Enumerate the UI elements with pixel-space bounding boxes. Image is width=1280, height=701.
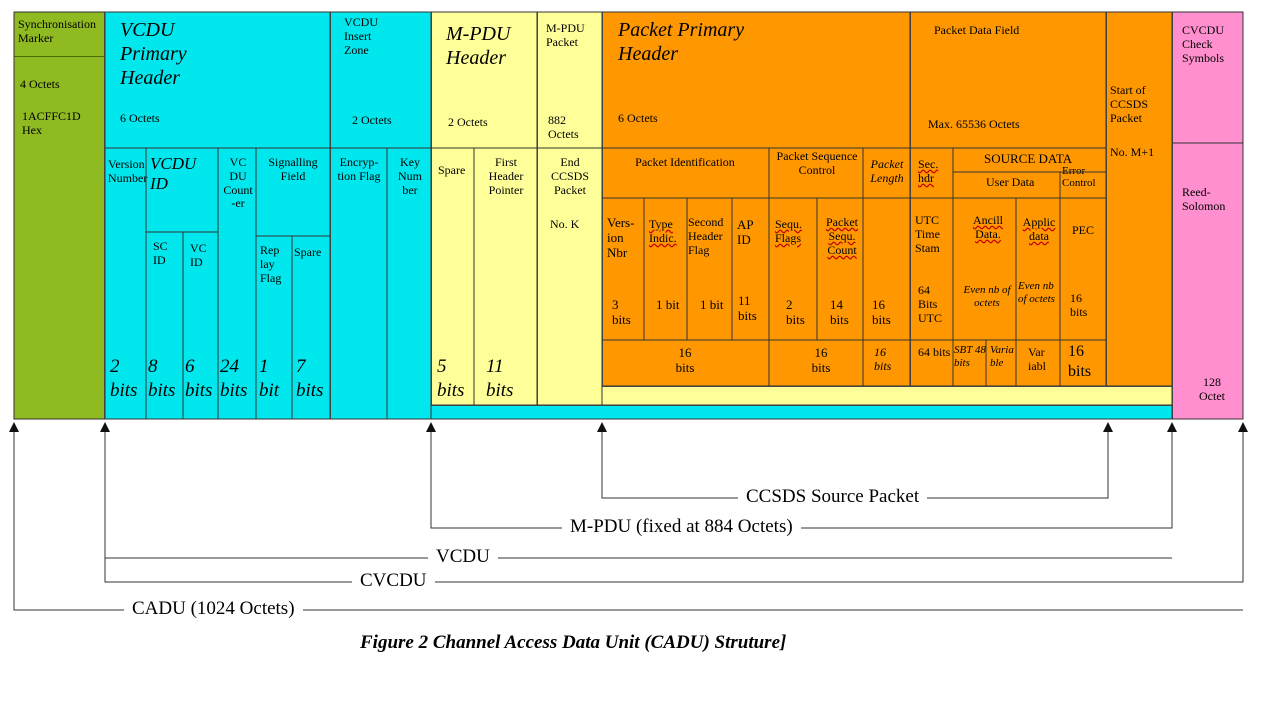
packet-identification-label: Packet Identification <box>635 155 735 169</box>
sync-marker-divider <box>14 56 105 57</box>
pkt-version-bits: 3 bits <box>612 297 631 327</box>
cvcdu-label: CVCDU <box>352 570 435 592</box>
var-bits: Var iabl <box>1028 345 1046 373</box>
mpdu-packet-block <box>537 12 602 405</box>
utc-bits: 64 Bits UTC <box>918 283 942 325</box>
replay-bits: 1 bit <box>259 356 280 401</box>
packet-length-label: Packet Length <box>870 157 904 185</box>
mpdu-packet-title: M-PDU Packet <box>546 21 585 49</box>
vc-id-label: VC ID <box>190 241 207 269</box>
sync-title: Synchronisation Marker <box>18 17 96 45</box>
packet-data-octets: Max. 65536 Octets <box>928 117 1020 131</box>
encryption-flag-label: Encryp- tion Flag <box>337 155 381 183</box>
sync-value: 1ACFFC1D Hex <box>22 109 81 137</box>
vcdu-label: VCDU <box>428 546 498 568</box>
sbt-bits: SBT 48 bits <box>954 344 986 369</box>
sc-id-label: SC ID <box>153 239 168 267</box>
pkt-second-header-label: Second Header Flag <box>688 215 724 257</box>
pkt-seq-flags-label: Sequ. Flags <box>775 217 802 245</box>
pkt-id-total-bits: 16 bits <box>675 345 695 375</box>
version-number-label: Version Number <box>108 157 148 185</box>
source-data-label: SOURCE DATA <box>984 151 1073 166</box>
pkt-second-bits: 1 bit <box>700 297 724 312</box>
sec-hdr-label: Sec. hdr <box>918 157 939 185</box>
sync-marker-block <box>14 12 105 419</box>
vc-counter-bits: 24 bits <box>220 356 248 401</box>
mpdu-spare-bits: 5 bits <box>437 356 465 401</box>
utc-total-bits: 64 bits <box>918 345 951 359</box>
vc-counter-label: VC DU Count -er <box>223 155 253 211</box>
packet-header-block <box>602 12 910 386</box>
utc-time-label: UTC Time Stam <box>915 213 940 255</box>
application-bits: Even nb of octets <box>1018 280 1055 305</box>
packet-data-block <box>910 12 1106 386</box>
vcdu-header-octets: 6 Octets <box>120 111 160 125</box>
end-packet-label: End CCSDS Packet <box>550 155 590 197</box>
insert-zone-octets: 2 Octets <box>352 113 392 127</box>
vc-id-bits: 6 bits <box>185 356 213 401</box>
key-number-label: Key Num ber <box>398 155 422 197</box>
mpdu-packet-octets: 882 Octets <box>548 113 579 141</box>
packet-header-octets: 6 Octets <box>618 111 658 125</box>
mpdu-header-octets: 2 Octets <box>448 115 488 129</box>
pkt-seq-total-bits: 16 bits <box>811 345 831 375</box>
cadu-label: CADU (1024 Octets) <box>124 598 303 620</box>
replay-flag-label: Rep lay Flag <box>260 243 282 285</box>
cvcdu-check-octets: 128 Octet <box>1199 375 1225 403</box>
cvcdu-check-block <box>1172 12 1243 419</box>
pec-label: PEC <box>1072 223 1095 237</box>
sc-id-bits: 8 bits <box>148 356 176 401</box>
mpdu-fixed-label: M-PDU (fixed at 884 Octets) <box>562 516 801 538</box>
figure-caption: Figure 2 Channel Access Data Unit (CADU)… <box>360 632 787 653</box>
signalling-field-label: Signalling Field <box>268 155 318 183</box>
error-control-label: Error Control <box>1062 165 1096 189</box>
spare-label: Spare <box>294 245 322 259</box>
version-bits: 2 bits <box>110 356 138 401</box>
spare-bits: 7 bits <box>296 356 324 401</box>
insert-zone-title: VCDU Insert Zone <box>344 15 379 57</box>
ccsds-source-packet-label: CCSDS Source Packet <box>738 486 928 508</box>
vcdu-header-title: VCDU Primary Header <box>120 19 187 89</box>
pkt-length-bits: 16 bits <box>872 297 891 327</box>
pec-total-bits: 16 bits <box>1068 343 1092 380</box>
first-header-pointer-label: First Header Pointer <box>488 155 524 197</box>
mpdu-spare-label: Spare <box>438 163 466 177</box>
user-data-label: User Data <box>986 175 1035 189</box>
first-header-bits: 11 bits <box>486 356 514 401</box>
sync-octets: 4 Octets <box>20 77 60 91</box>
pkt-count-bits: 14 bits <box>830 297 849 327</box>
packet-header-title: Packet Primary Header <box>618 19 745 65</box>
mpdu-header-title: M-PDU Header <box>446 23 511 69</box>
pec-bits: 16 bits <box>1070 291 1088 319</box>
application-data-label: Applic data <box>1022 215 1056 243</box>
start-packet-title: Start of CCSDS Packet <box>1110 83 1149 125</box>
packet-data-title: Packet Data Field <box>934 23 1020 37</box>
packet-sequence-control-label: Packet Sequence Control <box>776 149 858 177</box>
pkt-type-label: Type Indic. <box>649 217 677 245</box>
pkt-seq-count-label: Packet Sequ. Count <box>826 215 858 257</box>
pkt-apid-label: AP ID <box>737 217 754 247</box>
ancillary-bits: Even nb of octets <box>963 284 1011 309</box>
vcdu-id-label: VCDU ID <box>150 154 197 194</box>
ancillary-data-label: Ancill Data. <box>973 213 1003 241</box>
start-packet-no: No. M+1 <box>1110 145 1155 159</box>
pkt-flags-bits: 2 bits <box>786 297 805 327</box>
pkt-version-label: Vers- ion Nbr <box>607 215 635 260</box>
reed-solomon-label: Reed- Solomon <box>1182 185 1226 213</box>
cvcdu-check-title: CVCDU Check Symbols <box>1182 23 1225 65</box>
pkt-apid-bits: 11 bits <box>738 293 757 323</box>
variable-bits: Varia ble <box>990 344 1014 369</box>
end-packet-no: No. K <box>550 217 580 231</box>
pkt-type-bits: 1 bit <box>656 297 680 312</box>
pkt-len-total-bits: 16 bits <box>874 345 892 373</box>
